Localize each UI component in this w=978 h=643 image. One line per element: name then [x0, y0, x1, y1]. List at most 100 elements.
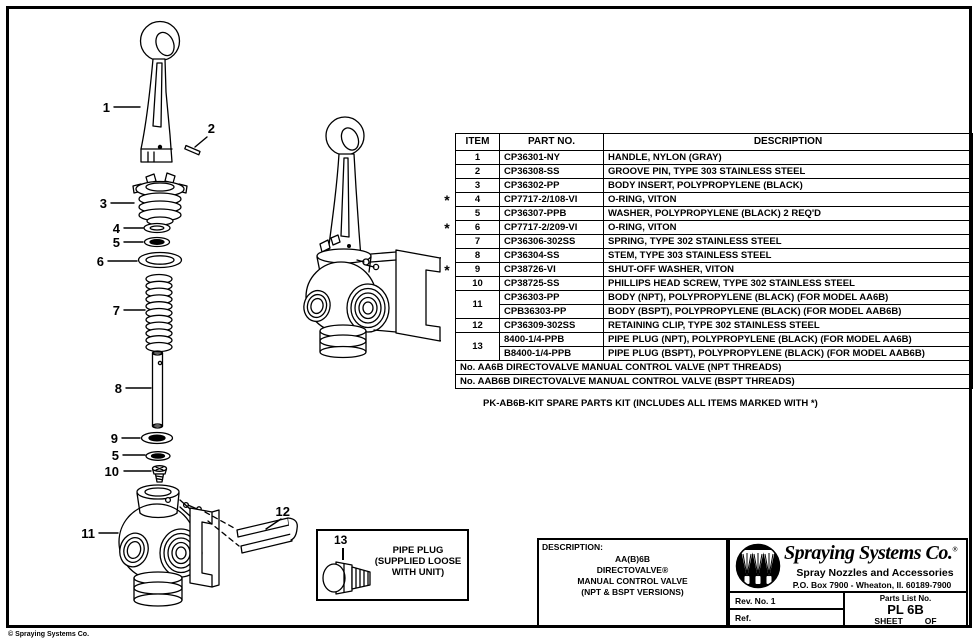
o-ring-small-drawing	[143, 222, 171, 234]
model-row: No. AA6B DIRECTOVALVE MANUAL CONTROL VAL…	[441, 360, 973, 375]
star-gutter	[441, 304, 456, 319]
star-gutter	[441, 164, 456, 179]
item-number-cell: 2	[455, 164, 500, 179]
item-number-cell: 8	[455, 248, 500, 263]
product-versions: (NPT & BSPT VERSIONS)	[581, 587, 684, 597]
callout-13: 13	[334, 533, 348, 547]
washer-lower-drawing	[145, 451, 171, 461]
star-gutter	[441, 276, 456, 291]
part-number-cell: CP36309-302SS	[499, 318, 604, 333]
item-number-cell: 4	[455, 192, 500, 207]
column-header: PART NO.	[499, 133, 604, 151]
callout-5b: 5	[112, 448, 119, 463]
item-number-cell: 7	[455, 234, 500, 249]
star-gutter	[441, 346, 456, 361]
pipe-plug-label: PIPE PLUG (SUPPLIED LOOSE WITH UNIT)	[374, 545, 462, 578]
description-cell: PIPE PLUG (BSPT), POLYPROPYLENE (BLACK) …	[603, 346, 973, 361]
part-number-cell: CP38725-SS	[499, 276, 604, 291]
model-description-cell: No. AAB6B DIRECTOVALVE MANUAL CONTROL VA…	[455, 374, 973, 389]
valve-body-drawing	[118, 484, 220, 607]
star-gutter	[441, 206, 456, 221]
groove-pin-drawing	[184, 144, 201, 156]
callout-leader-lines	[98, 106, 282, 534]
part-number-cell: CP36301-NY	[499, 150, 604, 165]
of-label: OF	[924, 616, 937, 626]
callout-13-leader	[342, 548, 344, 560]
part-number-cell: CP7717-2/108-VI	[499, 192, 604, 207]
callout-12: 12	[276, 504, 290, 519]
description-cell: RETAINING CLIP, TYPE 302 STAINLESS STEEL	[603, 318, 973, 333]
callout-7: 7	[113, 303, 120, 318]
column-header: DESCRIPTION	[603, 133, 973, 151]
star-gutter	[441, 150, 456, 165]
stem-drawing	[151, 350, 164, 429]
company-logo-icon	[735, 543, 781, 589]
star-gutter	[441, 290, 456, 305]
description-cell: PHILLIPS HEAD SCREW, TYPE 302 STAINLESS …	[603, 276, 973, 291]
part-number-cell: CPB36303-PP	[499, 304, 604, 319]
callout-5a: 5	[113, 235, 120, 250]
company-address: P.O. Box 7900 - Wheaton, Il. 60189-7900	[792, 580, 952, 590]
copyright-notice: © Spraying Systems Co.	[8, 631, 90, 638]
callout-9: 9	[111, 431, 118, 446]
model-number: AA(B)6B	[615, 554, 650, 564]
description-label: DESCRIPTION:	[542, 542, 603, 552]
callout-2: 2	[208, 121, 215, 136]
item-number-cell: 3	[455, 178, 500, 193]
washer-upper-drawing	[143, 236, 171, 248]
description-cell: WASHER, POLYPROPYLENE (BLACK) 2 REQ'D	[603, 206, 973, 221]
part-number-cell: 8400-1/4-PPB	[499, 332, 604, 347]
o-ring-large-drawing	[137, 251, 183, 269]
description-cell: STEM, TYPE 303 STAINLESS STEEL	[603, 248, 973, 263]
part-number-cell: CP7717-2/209-VI	[499, 220, 604, 235]
reference-label: Ref.	[735, 613, 752, 623]
description-cell: GROOVE PIN, TYPE 303 STAINLESS STEEL	[603, 164, 973, 179]
item-number-cell: 1	[455, 150, 500, 165]
description-cell: O-RING, VITON	[603, 220, 973, 235]
star-gutter	[441, 318, 456, 333]
title-block-footer: Rev. No. 1 Ref. Parts List No. PL 6B SHE…	[730, 593, 966, 628]
spare-kit-star: *	[441, 262, 456, 277]
callout-numbers: 1 2 3 4 5 6 7 8 9 5 10 11 12	[81, 100, 290, 541]
item-number-cell: 12	[455, 318, 500, 333]
product-type: MANUAL CONTROL VALVE	[577, 576, 688, 586]
spring-drawing	[145, 273, 173, 353]
part-number-cell: CP36308-SS	[499, 164, 604, 179]
star-gutter	[441, 178, 456, 193]
spare-kit-star: *	[441, 220, 456, 235]
pipe-plug-detail-box: 13 PIPE PLUG (SUPPLIED LOOSE WITH UNIT)	[316, 529, 469, 601]
item-number-cell: 10	[455, 276, 500, 291]
description-cell: O-RING, VITON	[603, 192, 973, 207]
item-number-cell: 5	[455, 206, 500, 221]
description-lines: AA(B)6B DIRECTOVALVE® MANUAL CONTROL VAL…	[539, 554, 726, 598]
part-number-cell: CP36303-PP	[499, 290, 604, 305]
part-number-cell: CP36307-PPB	[499, 206, 604, 221]
description-cell: BODY INSERT, POLYPROPYLENE (BLACK)	[603, 178, 973, 193]
model-row: No. AAB6B DIRECTOVALVE MANUAL CONTROL VA…	[441, 374, 973, 389]
description-box: DESCRIPTION: AA(B)6B DIRECTOVALVE® MANUA…	[537, 538, 728, 628]
part-number-cell: CP36302-PP	[499, 178, 604, 193]
parts-list-label: Parts List No.	[879, 594, 932, 603]
description-cell: PIPE PLUG (NPT), POLYPROPYLENE (BLACK) (…	[603, 332, 973, 347]
callout-8: 8	[115, 381, 122, 396]
description-cell: BODY (NPT), POLYPROPYLENE (BLACK) (FOR M…	[603, 290, 973, 305]
part-number-cell: CP38726-VI	[499, 262, 604, 277]
star-gutter	[441, 360, 456, 375]
callout-6: 6	[97, 254, 104, 269]
description-cell: BODY (BSPT), POLYPROPYLENE (BLACK) (FOR …	[603, 304, 973, 319]
